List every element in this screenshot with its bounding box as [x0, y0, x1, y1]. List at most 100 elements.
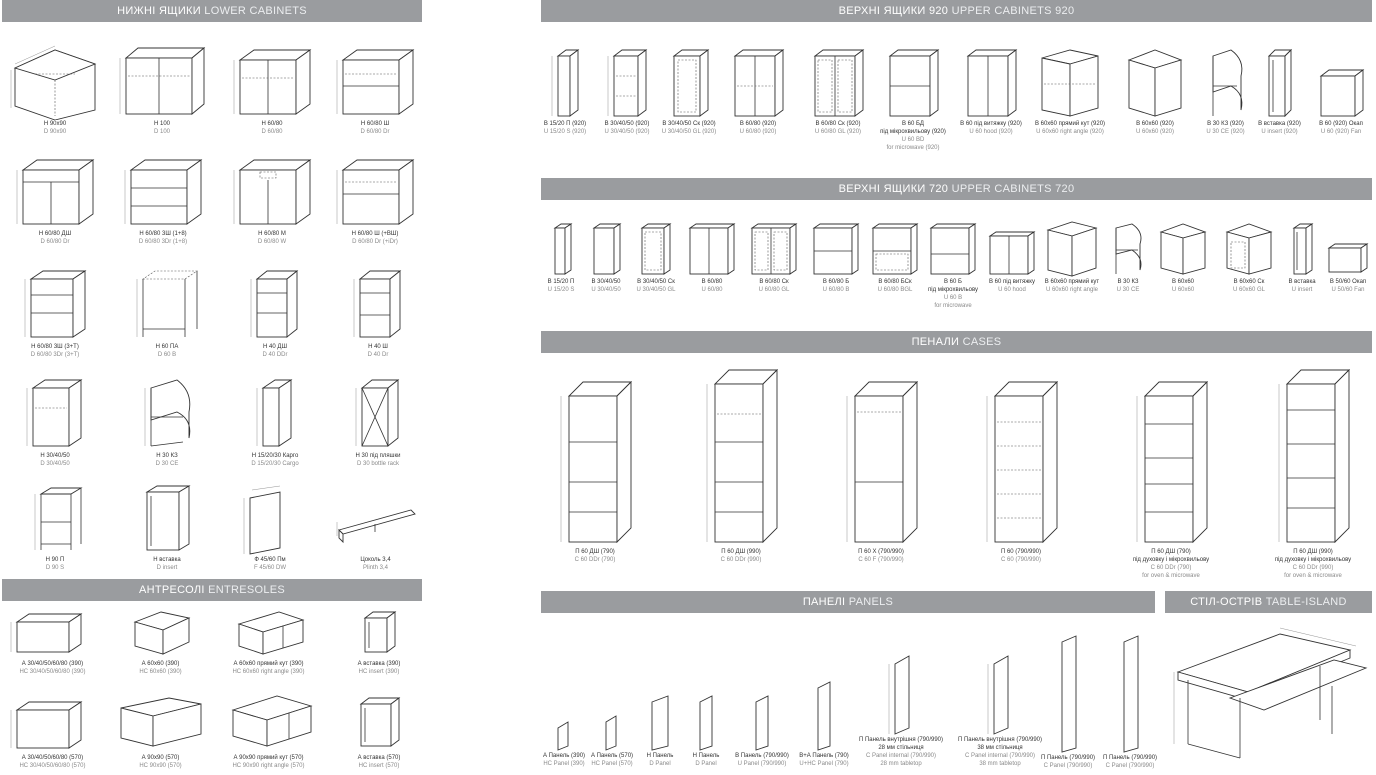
entresole-item: А 60х60 (390) HC 60x60 (390) — [108, 604, 213, 676]
item-code: U 60x60 (920) — [1135, 129, 1175, 135]
cabinet-drawing — [256, 379, 293, 447]
item-name: Н 30/40/50 — [40, 453, 70, 459]
panel-item: П Панель внутрішня (790/990) 28 мм стіль… — [852, 646, 950, 768]
item-name: А Панель (570) — [590, 753, 634, 759]
upper920-item: В 60х60 (920) U 60x60 (920) — [1115, 46, 1195, 136]
entresole-insert-drawing — [359, 697, 401, 747]
item-code: C 60 DDr (990) — [720, 557, 762, 563]
item-name: В 60/80 — [701, 279, 723, 285]
item-name: Н 60/80 3Ш (1+8) — [139, 231, 187, 237]
item-code: D 30 bottle rack — [356, 461, 400, 467]
upper-microwave-cabinet-drawing — [929, 223, 977, 275]
entresole-item: А 90х90 (570) HC 90x90 (570) — [108, 690, 213, 770]
item-name: В вставка (920) — [1258, 121, 1301, 127]
item-name: Н 90 П — [45, 557, 65, 563]
upper920-item: В 60 (920) Окап U 60 (920) Fan — [1308, 46, 1374, 136]
panel-item: В+А Панель (790) U+HC Panel (790) — [794, 676, 854, 768]
panel-drawing — [987, 655, 1009, 735]
item-code: C 60 DDr (790) — [574, 557, 616, 563]
tall-case-drawing — [560, 380, 633, 544]
item-name: В 50/60 Окап — [1329, 279, 1367, 285]
item-name: П 60 ДШ (790) — [575, 549, 615, 555]
item-name: В вставка — [1288, 279, 1316, 285]
item-code: U 50/60 Fan — [1331, 287, 1365, 293]
item-code: C 60 DDr (990) — [1292, 565, 1334, 571]
upper-cabinet-drawing — [688, 223, 736, 275]
item-code: U 15/20 S (920) — [543, 129, 587, 135]
item-code-extra: 28 mm tabletop — [880, 761, 922, 767]
item-name-extra: 38 мм стільниця — [977, 745, 1023, 751]
item-name: Н Панель — [692, 753, 720, 759]
item-name: Н 100 — [153, 121, 170, 127]
upper-corner-glass-cabinet-drawing — [1225, 223, 1273, 275]
upper-cabinet-drawing — [812, 223, 860, 275]
panel-item: П Панель (790/990) C Panel (790/990) — [1098, 630, 1162, 770]
entresole-right-angle-drawing — [230, 695, 313, 747]
item-code: U 60x60 — [1171, 287, 1195, 293]
item-name: В 60/80 Ск (920) — [815, 121, 861, 127]
cabinet-drawing — [336, 159, 415, 225]
lower-item: Н 100 D 100 — [112, 36, 212, 136]
item-code: D 15/20/30 Cargo — [251, 461, 299, 467]
case-item: П 60 ДШ (790) C 60 DDr (790) — [540, 372, 650, 564]
entresole-item: А 30/40/50/60/80 (390) HC 30/40/50/60/80… — [0, 604, 105, 676]
panel-item: А Панель (570) HC Panel (570) — [588, 710, 636, 768]
item-code: C 60 F (790/990) — [858, 557, 904, 563]
item-name: Цоколь 3,4 — [360, 557, 391, 563]
item-code: U 30 CE (920) — [1206, 129, 1245, 135]
item-name: В 60х60 прямий кут — [1044, 279, 1100, 285]
section-header-upper920: ВЕРХНІ ЯЩИКИ 920 UPPER CABINETS 920 — [541, 0, 1372, 22]
item-code: HC 30/40/50/60/80 (390) — [19, 669, 86, 675]
item-name: В 30/40/50 — [591, 279, 621, 285]
upper-corner-cabinet-drawing — [1159, 223, 1207, 275]
upper720-item: В 60 Б під мікрохвильову U 60 B for micr… — [924, 220, 982, 310]
item-name: П Панель внутрішня (790/990) — [957, 737, 1043, 743]
lower-item: Ф 45/60 Пм F 45/60 DW — [225, 484, 315, 572]
cabinet-drawing — [233, 49, 312, 115]
upper920-item: В 60х60 прямий кут (920) U 60x60 right a… — [1030, 46, 1110, 136]
item-name: В 60/80 (920) — [739, 121, 777, 127]
lower-item: Н 60/80 D 60/80 — [222, 40, 322, 136]
upper-insert-drawing — [1292, 223, 1314, 275]
item-code: U 60/80 GL — [758, 287, 790, 293]
item-name-extra: під мікрохвильову — [928, 287, 978, 293]
item-code: HC 90x90 (570) — [139, 763, 182, 769]
upper920-item: В 60 під витяжку (920) U 60 hood (920) — [955, 46, 1027, 136]
upper-cabinet-drawing — [553, 223, 573, 275]
section-title-ua: ПАНЕЛІ — [802, 596, 846, 608]
section-title-ua: ВЕРХНІ ЯЩИКИ 920 — [838, 5, 949, 17]
cabinet-drawing — [353, 270, 402, 338]
entresole-drawing — [10, 701, 82, 749]
upper920-item: В 60 БД під мікрохвильову (920) U 60 BD … — [874, 46, 952, 152]
item-name-extra: 28 мм стільниця — [878, 745, 924, 751]
upper-hood-cabinet-drawing — [988, 231, 1036, 275]
item-name: В 60/80 Ск — [759, 279, 789, 285]
item-name: А 60х60 прямий кут (390) — [233, 661, 304, 667]
item-name: А 30/40/50/60/80 (570) — [21, 755, 84, 761]
item-name: В 60/80 БСк — [878, 279, 912, 285]
lower-item: Н 60/80 Ш D 60/80 Dr — [325, 40, 425, 136]
item-code-extra: for oven & microwave — [1284, 573, 1342, 579]
section-title-en: PANELS — [848, 596, 894, 608]
panel-item: Н Панель D Panel — [640, 690, 680, 768]
open-cabinet-drawing — [34, 487, 83, 550]
item-name: В 60 Б — [944, 279, 962, 285]
upper720-item: В 60х60 прямий кут U 60x60 right angle — [1040, 220, 1104, 294]
item-name: В 30/40/50 Ск — [637, 279, 675, 285]
upper-cabinet-drawing — [607, 49, 648, 117]
item-name: П Панель внутрішня (790/990) — [858, 737, 944, 743]
panel-item: А Панель (390) HC Panel (390) — [540, 716, 588, 768]
tall-case-drawing — [706, 368, 779, 544]
entresole-right-angle-drawing — [237, 611, 304, 655]
section-title-ua: АНТРЕСОЛІ — [138, 584, 205, 596]
item-name: П 60 ДШ (990) — [1293, 549, 1333, 555]
section-header-entresoles: АНТРЕСОЛІ ENTRESOLES — [2, 579, 422, 601]
section-title-ua: ВЕРХНІ ЯЩИКИ 720 — [838, 183, 949, 195]
item-code: U 60 B — [943, 295, 963, 301]
tall-fridge-case-drawing — [846, 380, 919, 544]
panel-drawing — [699, 695, 713, 751]
section-header-upper720: ВЕРХНІ ЯЩИКИ 720 UPPER CABINETS 720 — [541, 178, 1372, 200]
item-name: В 30 КЗ — [1117, 279, 1139, 285]
upper920-item: В 15/20 П (920) U 15/20 S (920) — [536, 46, 594, 136]
item-name: В 60х60 (920) — [1136, 121, 1174, 127]
